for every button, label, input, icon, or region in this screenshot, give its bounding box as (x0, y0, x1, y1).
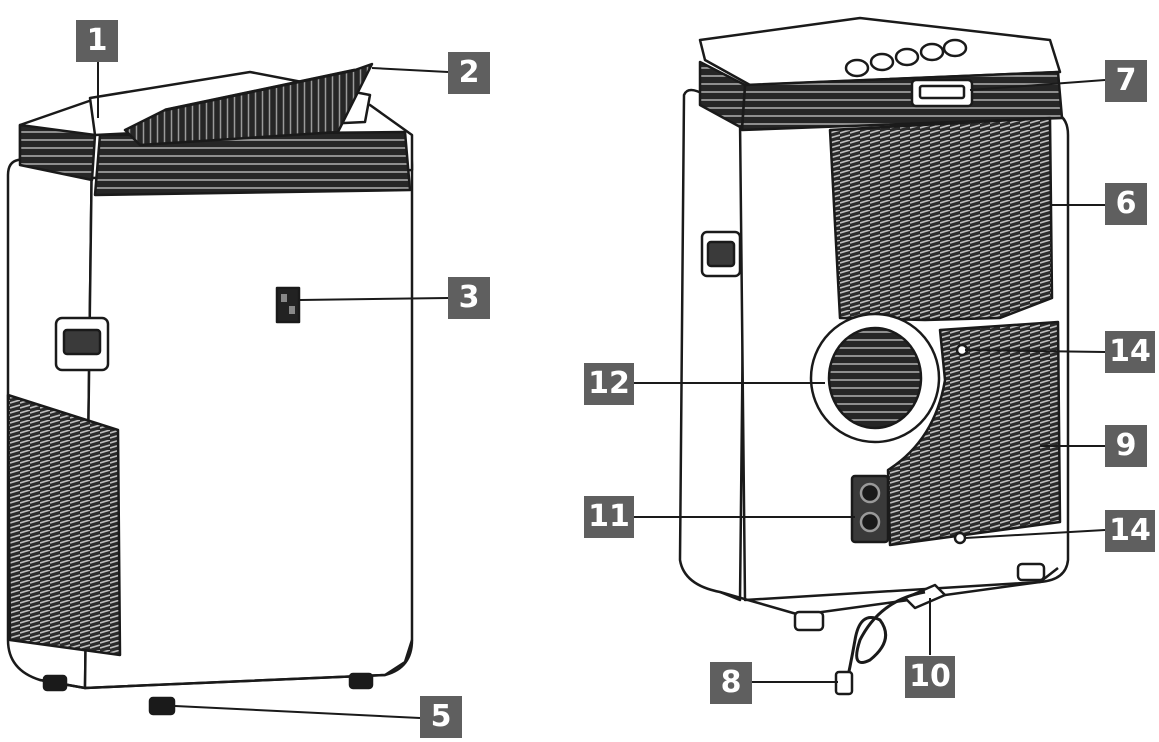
front-caster (44, 676, 66, 690)
front-unit-body (85, 140, 412, 688)
callout-8: 8 (710, 662, 752, 704)
rear-unit-side-panel (680, 90, 745, 600)
rear-top-button (846, 60, 868, 76)
callout-3: 3 (448, 277, 490, 319)
rear-filter-screw (955, 533, 965, 543)
callout-7: 7 (1105, 60, 1147, 102)
callout-11: 11 (584, 496, 634, 538)
callout-10: 10 (905, 656, 955, 698)
rear-power-plug (836, 672, 852, 694)
callout-1: 1 (76, 20, 118, 62)
front-caster (350, 674, 372, 688)
rear-top-button (896, 49, 918, 65)
front-caster (150, 698, 174, 714)
callout-12: 12 (584, 363, 634, 405)
callout-6: 6 (1105, 183, 1147, 225)
rear-caster (795, 612, 823, 630)
rear-caster (1018, 564, 1044, 580)
front-side-filter-grill (8, 395, 120, 655)
rear-upper-grill (830, 118, 1052, 320)
rear-top-button (921, 44, 943, 60)
front-view (8, 64, 412, 714)
rear-exhaust-grill (829, 328, 921, 428)
callout-5: 5 (420, 696, 462, 738)
callout-9: 9 (1105, 425, 1147, 467)
rear-top-button (871, 54, 893, 70)
rear-view (680, 18, 1068, 694)
front-display-window (277, 288, 299, 322)
rear-top-button (944, 40, 966, 56)
callout-14-lower: 14 (1105, 510, 1155, 552)
rear-drain-outlet (861, 513, 879, 531)
callout-2: 2 (448, 52, 490, 94)
rear-drain-outlet (861, 484, 879, 502)
callout-14-upper: 14 (1105, 331, 1155, 373)
